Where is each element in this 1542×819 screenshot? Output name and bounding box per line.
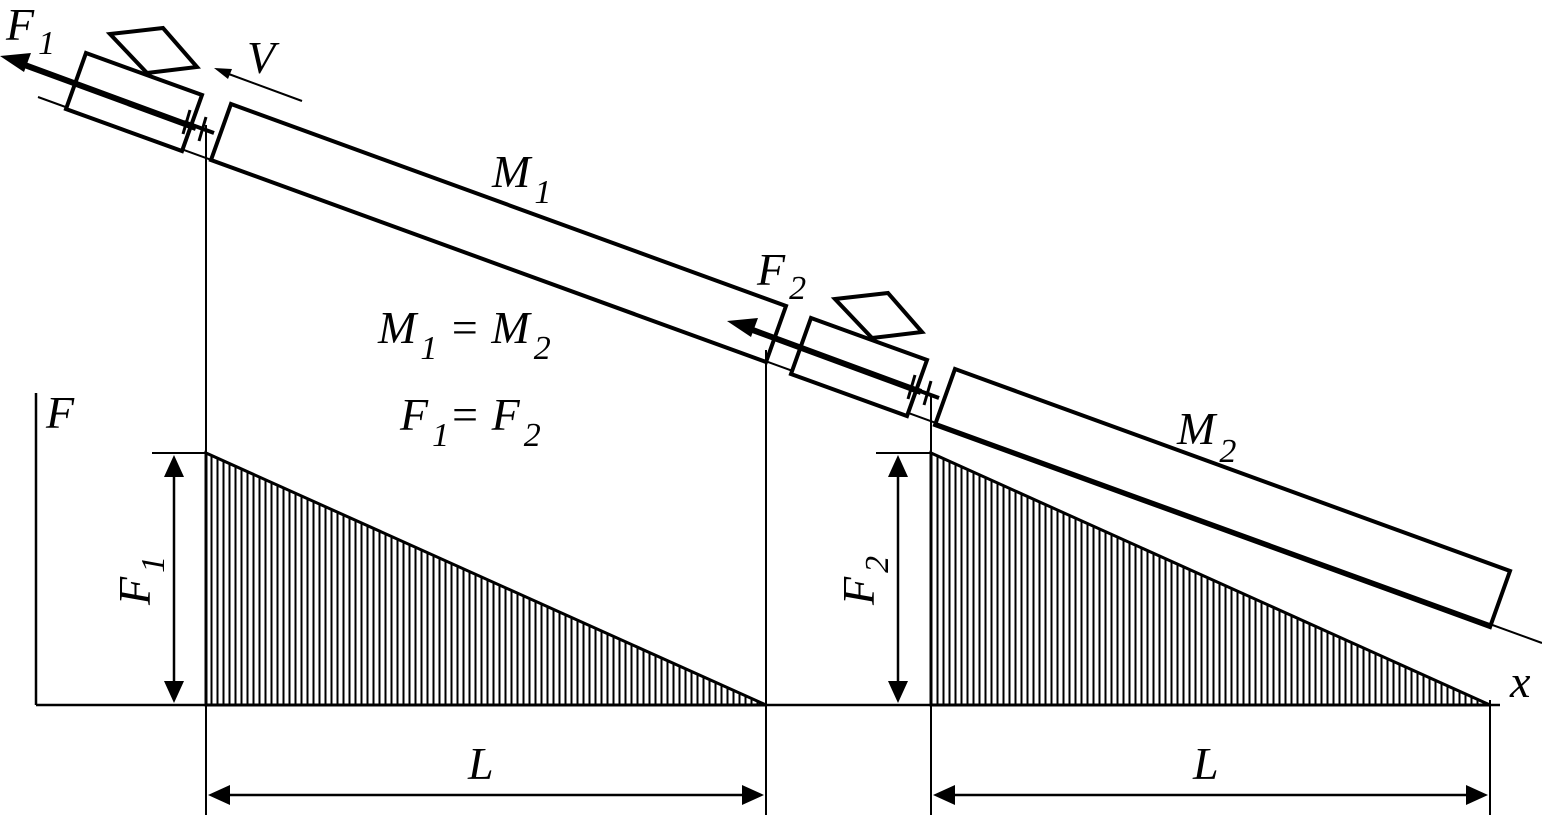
f1-dimension-arrow [164, 455, 184, 703]
f2-dimension-label: F2 [833, 556, 896, 606]
f1-dimension-label: F1 [109, 556, 172, 606]
mass-block-2 [932, 366, 1513, 630]
force-axis-label: F [45, 387, 75, 438]
force-arrow-1 [0, 53, 198, 131]
l2-dimension-arrow [933, 785, 1488, 805]
length1-label: L [467, 738, 494, 789]
tug-2 [778, 290, 940, 419]
velocity-arrow [214, 68, 303, 102]
f2-dimension-arrow [888, 455, 908, 703]
force-triangle-1 [204, 450, 767, 707]
force-triangle-2 [929, 450, 1491, 707]
x-axis-label: x [1509, 656, 1531, 707]
velocity-label: V [247, 32, 280, 83]
l1-dimension-arrow [208, 785, 764, 805]
mass-block-1 [208, 101, 789, 365]
length2-label: L [1192, 738, 1219, 789]
force-arrow-2 [727, 318, 923, 395]
